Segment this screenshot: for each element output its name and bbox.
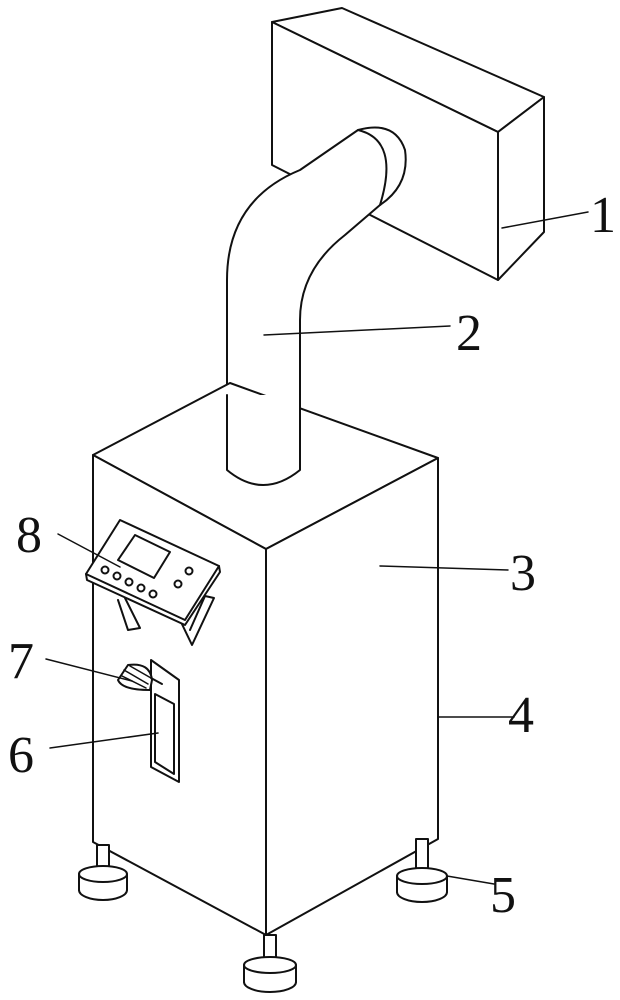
pipe-lower-section bbox=[226, 394, 301, 486]
foot-right-top bbox=[396, 867, 448, 885]
label-1: 1 bbox=[590, 187, 616, 244]
panel-knob-bottom bbox=[173, 579, 183, 589]
pipe-body bbox=[226, 126, 407, 471]
panel-button-5 bbox=[148, 589, 158, 599]
foot-left-top bbox=[78, 865, 128, 883]
label-6: 6 bbox=[8, 727, 34, 784]
foot-right bbox=[396, 838, 448, 903]
foot-left bbox=[78, 844, 128, 901]
pipe-top-fill bbox=[227, 395, 300, 485]
feet bbox=[78, 838, 448, 993]
label-3: 3 bbox=[510, 545, 536, 602]
pipe-opening-edge bbox=[357, 129, 388, 206]
panel-knob-top bbox=[184, 566, 194, 576]
main-cabinet bbox=[92, 382, 439, 936]
foot-right-stem bbox=[415, 838, 429, 872]
leader-line-8 bbox=[57, 533, 121, 568]
label-7: 7 bbox=[8, 633, 34, 690]
foot-center bbox=[243, 934, 297, 993]
panel-bracket-right bbox=[179, 595, 215, 646]
leader-line-2 bbox=[263, 325, 451, 336]
foot-center-top bbox=[243, 956, 297, 974]
panel-button-1 bbox=[100, 565, 110, 575]
leader-line-1 bbox=[501, 211, 589, 229]
foot-center-sides bbox=[243, 964, 297, 983]
slot-handle bbox=[150, 659, 180, 783]
leader-line-7 bbox=[45, 658, 133, 682]
leader-lines bbox=[45, 211, 589, 885]
label-2: 2 bbox=[456, 305, 482, 362]
panel-button-4 bbox=[136, 583, 146, 593]
panel-screen bbox=[117, 534, 171, 579]
leader-line-6 bbox=[49, 732, 159, 749]
label-5: 5 bbox=[490, 867, 516, 924]
brush-handle bbox=[150, 677, 163, 685]
leader-line-3 bbox=[379, 565, 509, 571]
panel-button-3 bbox=[124, 577, 134, 587]
reference-numerals: 1 2 3 4 5 6 7 8 bbox=[8, 187, 616, 924]
brush bbox=[117, 663, 163, 691]
cabinet-right-face bbox=[265, 457, 439, 936]
control-panel bbox=[85, 519, 221, 646]
slot-inner bbox=[154, 693, 175, 775]
label-4: 4 bbox=[508, 687, 534, 744]
leader-line-5 bbox=[446, 875, 495, 885]
label-8: 8 bbox=[16, 507, 42, 564]
panel-bracket-left bbox=[117, 597, 141, 631]
panel-button-2 bbox=[112, 571, 122, 581]
brush-bristles bbox=[121, 665, 152, 689]
